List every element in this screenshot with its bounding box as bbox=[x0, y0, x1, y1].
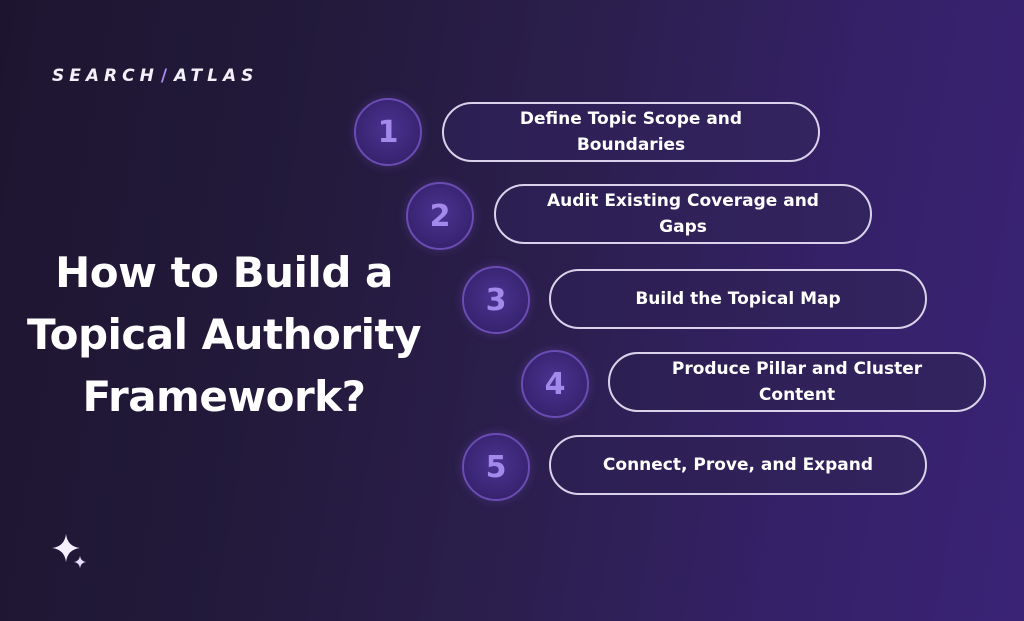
step-2-card: Audit Existing Coverage and Gaps bbox=[494, 184, 872, 244]
step-4-card: Produce Pillar and Cluster Content bbox=[608, 352, 986, 412]
step-2-number: 2 bbox=[406, 182, 474, 250]
step-3-card: Build the Topical Map bbox=[549, 269, 927, 329]
step-5-card: Connect, Prove, and Expand bbox=[549, 435, 927, 495]
brand-logo: SEARCH/ATLAS bbox=[52, 66, 258, 86]
step-5-number: 5 bbox=[462, 433, 530, 501]
step-4-label: Produce Pillar and Cluster Content bbox=[671, 359, 923, 405]
page-title-line-2: Topical Authority bbox=[27, 310, 421, 359]
step-3-number: 3 bbox=[462, 266, 530, 334]
brand-logo-left: SEARCH bbox=[52, 66, 159, 86]
step-5-label: Connect, Prove, and Expand bbox=[602, 455, 874, 475]
page-title: How to Build a Topical Authority Framewo… bbox=[8, 242, 440, 428]
step-1-card: Define Topic Scope and Boundaries bbox=[442, 102, 820, 162]
step-1-label: Define Topic Scope and Boundaries bbox=[519, 109, 743, 155]
step-3-label: Build the Topical Map bbox=[635, 289, 841, 309]
step-1-number: 1 bbox=[354, 98, 422, 166]
page-title-line-3: Framework? bbox=[82, 372, 366, 421]
step-4-number: 4 bbox=[521, 350, 589, 418]
brand-logo-slash: / bbox=[160, 66, 173, 86]
brand-logo-right: ATLAS bbox=[174, 66, 259, 86]
sparkle-icon bbox=[52, 534, 86, 568]
step-2-label: Audit Existing Coverage and Gaps bbox=[547, 191, 819, 237]
page-title-line-1: How to Build a bbox=[55, 248, 393, 297]
